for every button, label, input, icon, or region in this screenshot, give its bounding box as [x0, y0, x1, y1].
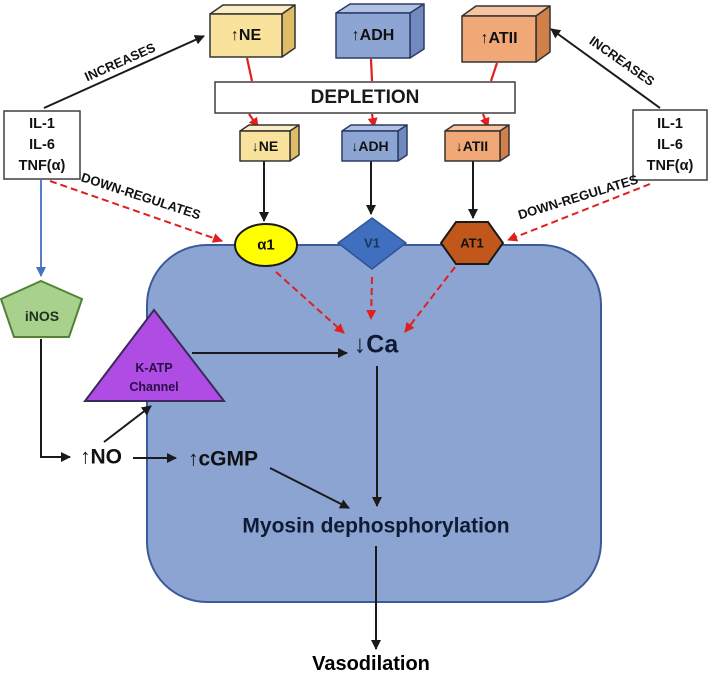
cell-membrane	[146, 244, 602, 603]
cytokine-box-left	[3, 110, 81, 180]
cytokine-tnf-left: TNF(α)	[18, 157, 66, 174]
at1-receptor-label: AT1	[460, 235, 484, 251]
cytokine-list-left: IL-1 IL-6 TNF(α)	[4, 111, 80, 179]
ne-increase-label: ↑NE	[230, 27, 262, 44]
inos-pentagon	[0, 279, 84, 338]
arrow-no-to-katp	[103, 405, 152, 443]
arrow-increases-left	[43, 35, 205, 109]
vasodilation-label: Vasodilation	[312, 653, 430, 675]
adh-increase-label: ↑ADH	[351, 27, 395, 44]
arrow-cgmp-to-myosin	[269, 467, 350, 509]
depletion-label: DEPLETION	[310, 86, 420, 108]
arrow-alpha1-to-ca	[275, 271, 345, 334]
adh-decrease-box	[341, 124, 408, 162]
cytokine-il6-right: IL-6	[657, 136, 683, 153]
cytokine-box-right	[632, 109, 708, 181]
ca-label: ↓Ca	[353, 330, 399, 359]
adh-decrease-label: ↓ADH	[351, 138, 389, 154]
arrow-inos-to-no	[40, 339, 71, 462]
no-label: ↑NO	[80, 445, 122, 469]
katp-channel-triangle	[82, 308, 227, 402]
cytokine-il6-left: IL-6	[29, 136, 55, 153]
arrow-downregulates-right	[507, 183, 651, 242]
atii-decrease-box	[444, 124, 510, 162]
cytokine-il1-left: IL-1	[29, 115, 55, 132]
atii-increase-label: ↑ATII	[480, 30, 518, 47]
inos-label: iNOS	[24, 308, 60, 324]
line-adh-to-depletion	[369, 58, 374, 82]
v1-receptor	[336, 217, 408, 270]
arrow-increases-right	[550, 28, 661, 109]
v1-receptor-label: V1	[364, 235, 380, 251]
ne-increase-box	[209, 4, 296, 58]
cytokine-tnf-right: TNF(α)	[646, 157, 694, 174]
arrow-downregulates-left	[49, 180, 223, 243]
cgmp-label: ↑cGMP	[187, 447, 259, 471]
ne-decrease-box	[239, 124, 300, 162]
alpha1-receptor	[234, 223, 298, 267]
line-atii-to-depletion	[489, 62, 499, 82]
depletion-box	[214, 81, 516, 114]
atii-increase-box	[461, 5, 551, 63]
cytokine-list-right: IL-1 IL-6 TNF(α)	[633, 110, 707, 180]
line-ne-to-depletion	[245, 57, 254, 82]
alpha1-receptor-label: α1	[257, 236, 275, 254]
arrow-at1-to-ca	[404, 266, 456, 333]
adh-increase-box	[335, 3, 425, 59]
katp-label-line2: Channel	[129, 379, 179, 394]
arrow-v1-to-ca	[366, 276, 377, 320]
at1-receptor	[439, 221, 505, 265]
cytokine-il1-right: IL-1	[657, 115, 683, 132]
katp-label-line1: K-ATP	[135, 360, 173, 375]
ne-decrease-label: ↓NE	[251, 138, 279, 154]
myosin-label: Myosin dephosphorylation	[242, 514, 510, 538]
atii-decrease-label: ↓ATII	[455, 138, 489, 154]
